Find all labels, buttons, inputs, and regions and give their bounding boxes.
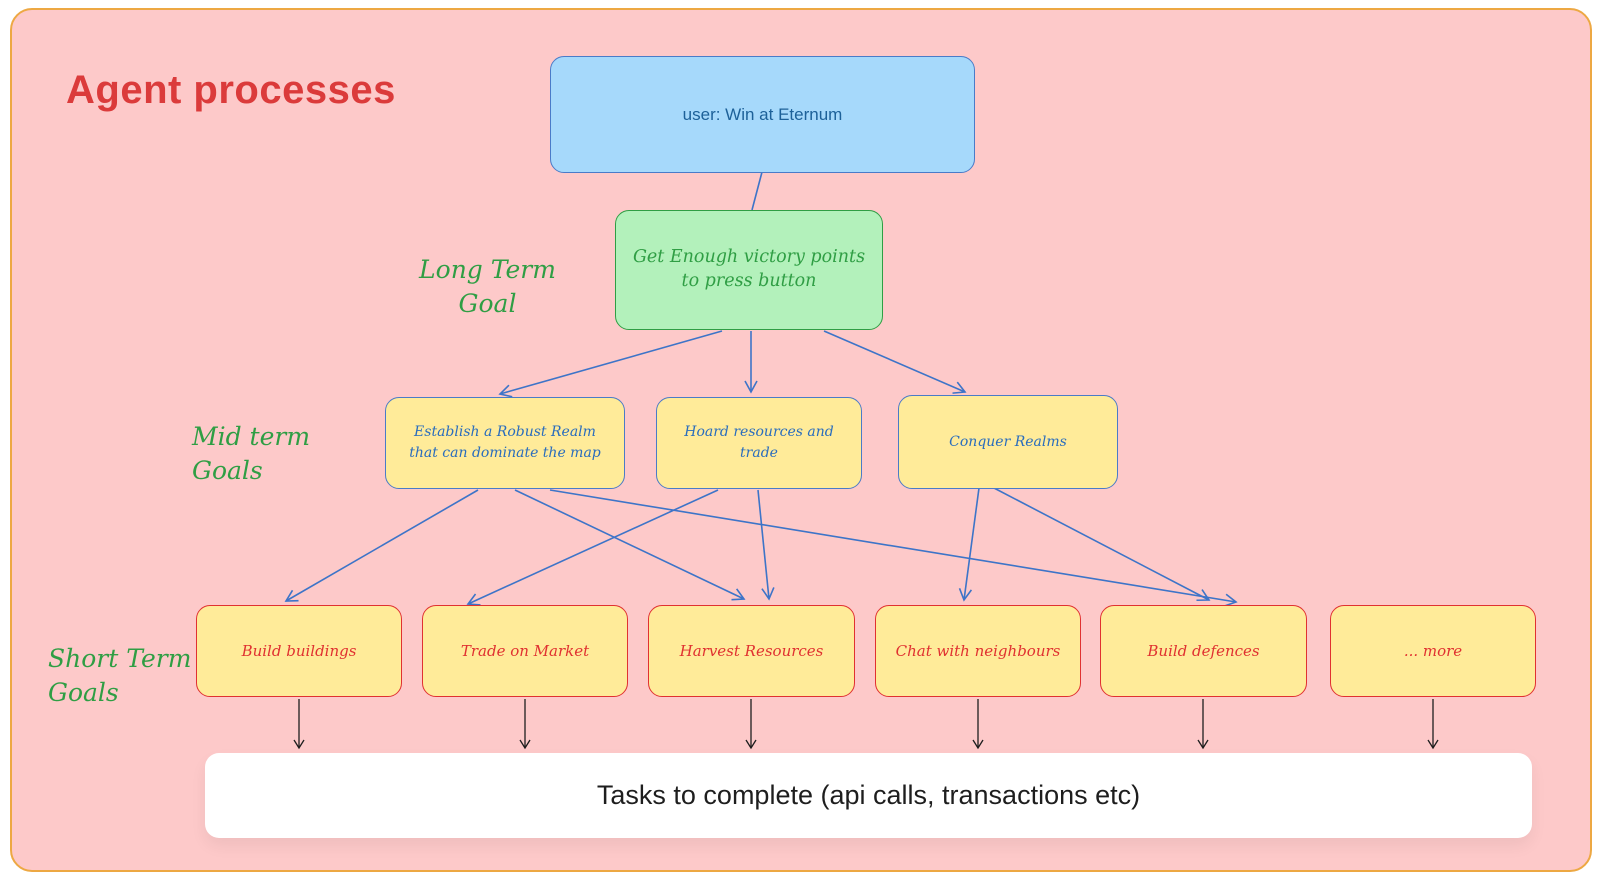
node-short-goal-trade[interactable]: Trade on Market: [422, 605, 628, 697]
node-mid-goal-conquer[interactable]: Conquer Realms: [898, 395, 1118, 489]
node-long-term-goal[interactable]: Get Enough victory points to press butto…: [615, 210, 883, 330]
label-long-term-goal[interactable]: Long Term Goal: [419, 255, 556, 318]
diagram-title[interactable]: Agent processes: [66, 68, 396, 112]
node-short-goal-more-label: ... more: [1403, 642, 1463, 660]
node-mid-goal-realm[interactable]: Establish a Robust Realm that can domina…: [385, 397, 625, 489]
node-short-goal-chat[interactable]: Chat with neighbours: [875, 605, 1081, 697]
node-short-goal-build-buildings-label: Build buildings: [241, 642, 357, 660]
node-mid-goal-conquer-label: Conquer Realms: [949, 433, 1067, 450]
tasks-bar[interactable]: Tasks to complete (api calls, transactio…: [205, 753, 1532, 838]
node-short-goal-chat-label: Chat with neighbours: [895, 642, 1061, 660]
node-short-goal-harvest-label: Harvest Resources: [679, 642, 824, 660]
node-user-goal[interactable]: user: Win at Eternum: [550, 56, 975, 173]
label-short-term-goals[interactable]: Short Term Goals: [48, 644, 192, 707]
node-mid-goal-realm-label: Establish a Robust Realm that can domina…: [409, 424, 601, 461]
node-short-goal-build-buildings[interactable]: Build buildings: [196, 605, 402, 697]
node-mid-goal-hoard-label: Hoard resources and trade: [684, 424, 834, 461]
node-short-goal-build-defences[interactable]: Build defences: [1100, 605, 1307, 697]
node-user-goal-label: user: Win at Eternum: [682, 104, 843, 124]
node-short-goal-trade-label: Trade on Market: [460, 642, 590, 660]
tasks-bar-label: Tasks to complete (api calls, transactio…: [596, 780, 1141, 810]
label-mid-term-goals[interactable]: Mid term Goals: [192, 422, 311, 485]
node-short-goal-harvest[interactable]: Harvest Resources: [648, 605, 855, 697]
node-mid-goal-hoard[interactable]: Hoard resources and trade: [656, 397, 862, 489]
node-long-term-goal-label: Get Enough victory points to press butto…: [632, 247, 866, 291]
node-short-goal-more[interactable]: ... more: [1330, 605, 1536, 697]
node-short-goal-build-defences-label: Build defences: [1147, 642, 1260, 660]
